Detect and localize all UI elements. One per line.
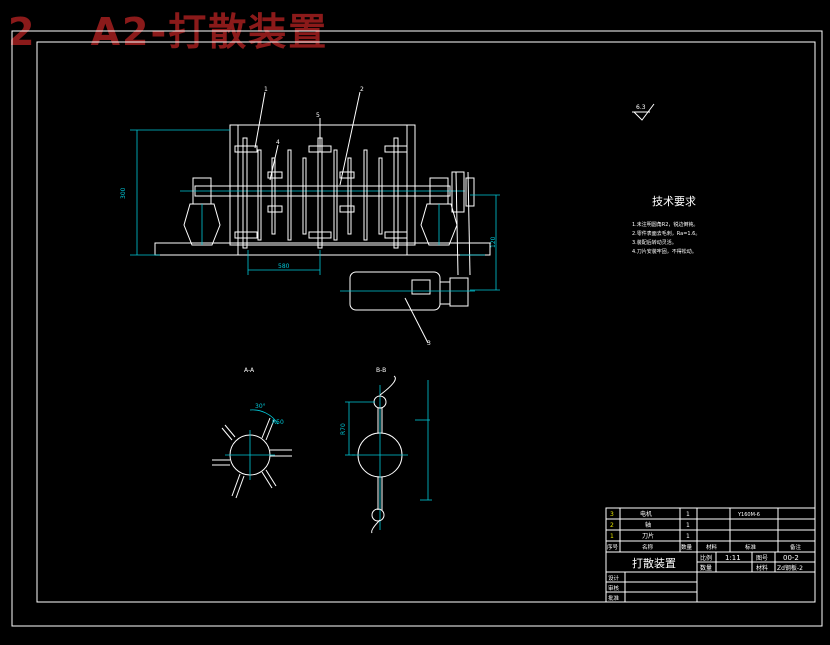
section-a-view: A-A 30° R50 [212,367,292,499]
title-banner: 2 A2-打散装置 [8,8,328,56]
header-no: 序号 [607,543,619,551]
dim-angle: 30° [255,403,266,410]
motor [340,271,475,311]
tech-requirements: 技术要求 1.未注明圆角R2，锐边倒钝。 2.零件表面去毛刺，Ra=1.6。 3… [632,195,700,255]
drawing-no-value: 00-2 [783,554,799,562]
tech-title: 技术要求 [652,195,696,208]
header-material: 材料 [706,543,718,551]
left-support [183,203,221,246]
part-row-3-name: 刀片 [642,532,654,540]
callout-3: 3 [427,340,431,347]
callout-4: 4 [276,139,280,146]
check-label: 审核 [608,584,620,592]
callout-2: 2 [360,86,364,93]
part-row-1-no: 3 [610,511,614,518]
header-note: 备注 [790,543,802,551]
dim-radius: R50 [272,419,284,426]
front-view: 1 2 5 4 3 300 580 120 [120,86,500,347]
part-row-1-standard: Y160M-6 [737,512,760,518]
dim-length: 580 [278,263,290,270]
dim-section-b: R70 [340,423,347,435]
tech-item-1: 1.未注明圆角R2，锐边倒钝。 [632,221,698,228]
part-row-2-name: 轴 [645,521,651,529]
qty-label: 数量 [700,564,712,572]
tech-item-4: 4.刀片安装牢固，不得松动。 [632,248,697,255]
part-row-2-no: 2 [610,522,614,529]
parts-list: 3 电机 1 Y160M-6 2 轴 1 1 刀片 1 序号 名称 数量 材料 … [605,507,816,553]
outer-frame [11,30,823,627]
callout-1: 1 [264,86,268,93]
part-row-1-qty: 1 [686,511,690,518]
blade-arms [234,137,408,249]
title-block: 打散装置 比例 1:11 图号 00-2 数量 材料 Zd钢板-2 设计 审核 … [605,551,816,603]
section-b-label: B-B [376,367,386,374]
section-b-view: B-B R70 [340,367,432,534]
drawing-no-label: 图号 [756,555,768,562]
scale-value: 1:11 [725,554,741,562]
section-a-label: A-A [244,367,255,374]
dim-offset: 120 [490,236,497,248]
part-row-1-name: 电机 [640,510,652,518]
roughness-value: 6.3 [636,104,646,111]
pulley [451,171,465,213]
tech-item-2: 2.零件表面去毛刺，Ra=1.6。 [632,230,700,237]
material-value: Zd钢板-2 [777,564,803,572]
dim-height: 300 [120,187,127,199]
drawing-name: 打散装置 [632,556,676,570]
right-support [420,203,458,246]
part-row-3-qty: 1 [686,533,690,540]
part-row-3-no: 1 [610,533,614,540]
header-qty: 数量 [681,543,693,551]
header-name: 名称 [642,543,654,551]
part-row-2-qty: 1 [686,522,690,529]
design-label: 设计 [608,574,620,582]
header-standard: 标准 [745,543,757,551]
scale-label: 比例 [700,554,712,562]
surface-roughness-symbol: 6.3 [632,103,655,121]
callout-5: 5 [316,112,320,119]
belt [455,171,459,276]
banner-title: A2-打散装置 [90,10,329,54]
approve-label: 批准 [608,594,620,602]
material-label: 材料 [756,564,768,572]
tech-item-3: 3.装配后转动灵活。 [632,239,677,246]
inner-frame [36,41,816,603]
